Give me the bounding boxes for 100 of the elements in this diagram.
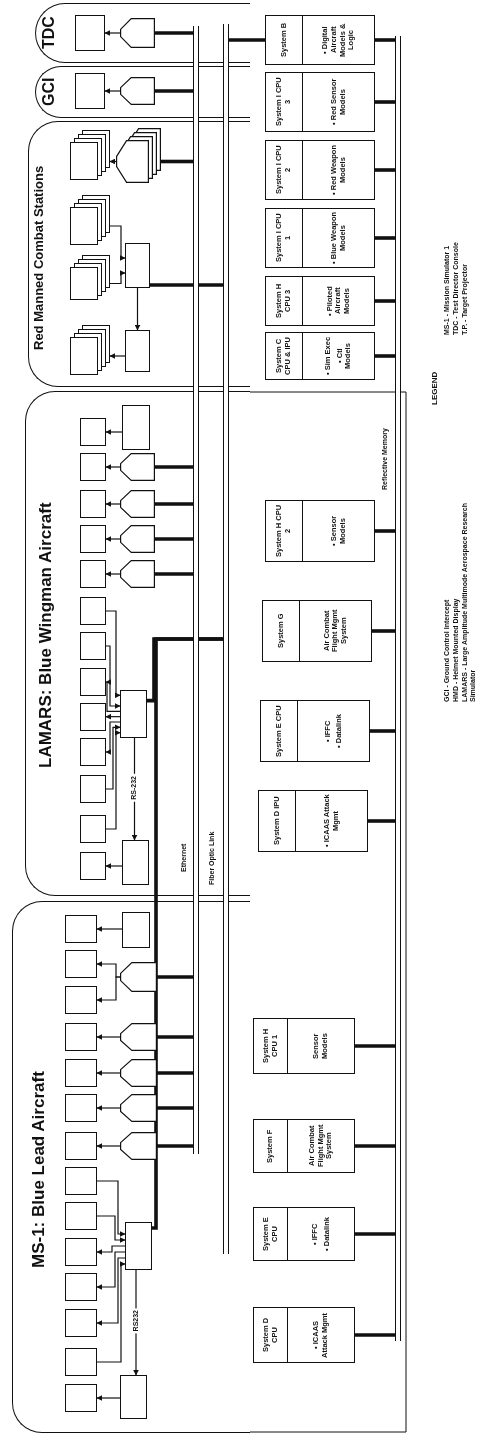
pentagon-node	[120, 1023, 157, 1051]
panel-title: MS-1: Blue Lead Aircraft	[30, 1070, 49, 1271]
panel-title: TDC	[40, 15, 58, 52]
computer-system-box	[265, 15, 375, 65]
stacked-pentagon	[116, 128, 161, 183]
pentagon-node	[120, 18, 155, 48]
cable-line	[375, 299, 395, 303]
equipment-box	[65, 915, 97, 943]
equipment-box	[80, 597, 106, 625]
stacked-box	[70, 325, 110, 375]
pentagon-node	[120, 1059, 157, 1087]
cable-line	[155, 31, 193, 35]
equipment-box	[75, 15, 105, 51]
cable-line	[368, 819, 395, 823]
arrow	[96, 976, 121, 1003]
equipment-box	[122, 405, 150, 450]
pentagon-node	[120, 77, 155, 105]
cable-line	[157, 1106, 193, 1110]
arrow	[105, 464, 121, 470]
computer-system-box	[265, 72, 375, 132]
equipment-box	[65, 950, 97, 978]
cable-line	[157, 1071, 193, 1075]
arrow	[96, 1257, 126, 1326]
cable-line	[161, 159, 193, 164]
arrow	[105, 536, 121, 542]
arrow	[105, 429, 123, 435]
arrow	[105, 863, 123, 869]
arrow	[105, 610, 121, 699]
equipment-box	[80, 852, 106, 880]
panel-title: GCI	[40, 76, 58, 109]
equipment-box	[80, 703, 106, 731]
equipment-box	[80, 815, 106, 843]
arrow	[105, 501, 121, 507]
equipment-box	[65, 1132, 97, 1160]
cable-line	[375, 100, 395, 104]
arrow	[96, 1180, 126, 1237]
cable-line	[155, 502, 193, 506]
panel-title: LAMARS: Blue Wingman Aircraft	[37, 501, 56, 770]
stacked-box	[70, 255, 110, 300]
arrow	[96, 1251, 126, 1290]
equipment-box	[75, 73, 105, 109]
arrow	[96, 1105, 121, 1111]
arrow	[96, 1034, 121, 1040]
cable-line	[375, 236, 395, 240]
group-panel	[25, 391, 250, 896]
cable-line	[157, 1035, 193, 1039]
arrow	[96, 1395, 121, 1401]
cable-line	[375, 38, 395, 42]
computer-system-box	[265, 208, 375, 268]
stacked-box	[70, 195, 110, 245]
equipment-box	[65, 986, 97, 1014]
equipment-box	[80, 560, 106, 588]
equipment-box	[120, 1375, 147, 1419]
pentagon-node	[120, 525, 155, 553]
panel-title: Red Manned Combat Stations	[32, 164, 47, 352]
legend-heading: LEGEND	[430, 370, 440, 405]
equipment-box	[65, 1059, 97, 1087]
arrow	[96, 1245, 126, 1255]
pentagon-node	[120, 453, 155, 481]
computer-system-box	[258, 790, 368, 852]
group-panel	[12, 901, 250, 1433]
stacked-box	[70, 130, 110, 180]
cable-line	[150, 637, 223, 1230]
cable-line	[372, 629, 395, 633]
arrow	[109, 158, 117, 165]
cable-line	[375, 354, 395, 358]
equipment-box	[125, 1222, 152, 1270]
equipment-box	[80, 632, 106, 660]
cable-line	[155, 89, 193, 93]
arrow	[96, 1143, 121, 1149]
arrow	[104, 30, 121, 36]
computer-system-box	[265, 140, 375, 200]
equipment-box	[80, 775, 106, 803]
arrow	[96, 1215, 126, 1243]
cable-line	[375, 529, 395, 533]
equipment-box	[65, 1348, 97, 1376]
cable-line	[157, 975, 193, 979]
equipment-box	[120, 690, 147, 738]
computer-system-box	[262, 600, 372, 662]
arrow	[109, 270, 126, 285]
equipment-box	[125, 330, 150, 372]
arrow	[109, 225, 126, 261]
computer-system-box	[253, 1307, 355, 1363]
computer-system-box	[265, 332, 375, 380]
computer-system-box	[253, 1119, 355, 1173]
equipment-box	[80, 738, 106, 766]
equipment-box	[80, 453, 106, 481]
arrow	[105, 729, 121, 830]
arrow	[105, 724, 121, 790]
pentagon-node	[120, 560, 155, 588]
arrow	[105, 721, 121, 755]
computer-system-box	[253, 1018, 355, 1074]
cable-line	[157, 1144, 193, 1148]
pentagon-node	[120, 1094, 157, 1122]
equipment-box	[65, 1023, 97, 1051]
arrow	[96, 1261, 126, 1363]
arrow	[105, 679, 121, 712]
arrow	[105, 713, 121, 720]
arrow	[104, 88, 121, 94]
cable-line	[155, 572, 193, 576]
